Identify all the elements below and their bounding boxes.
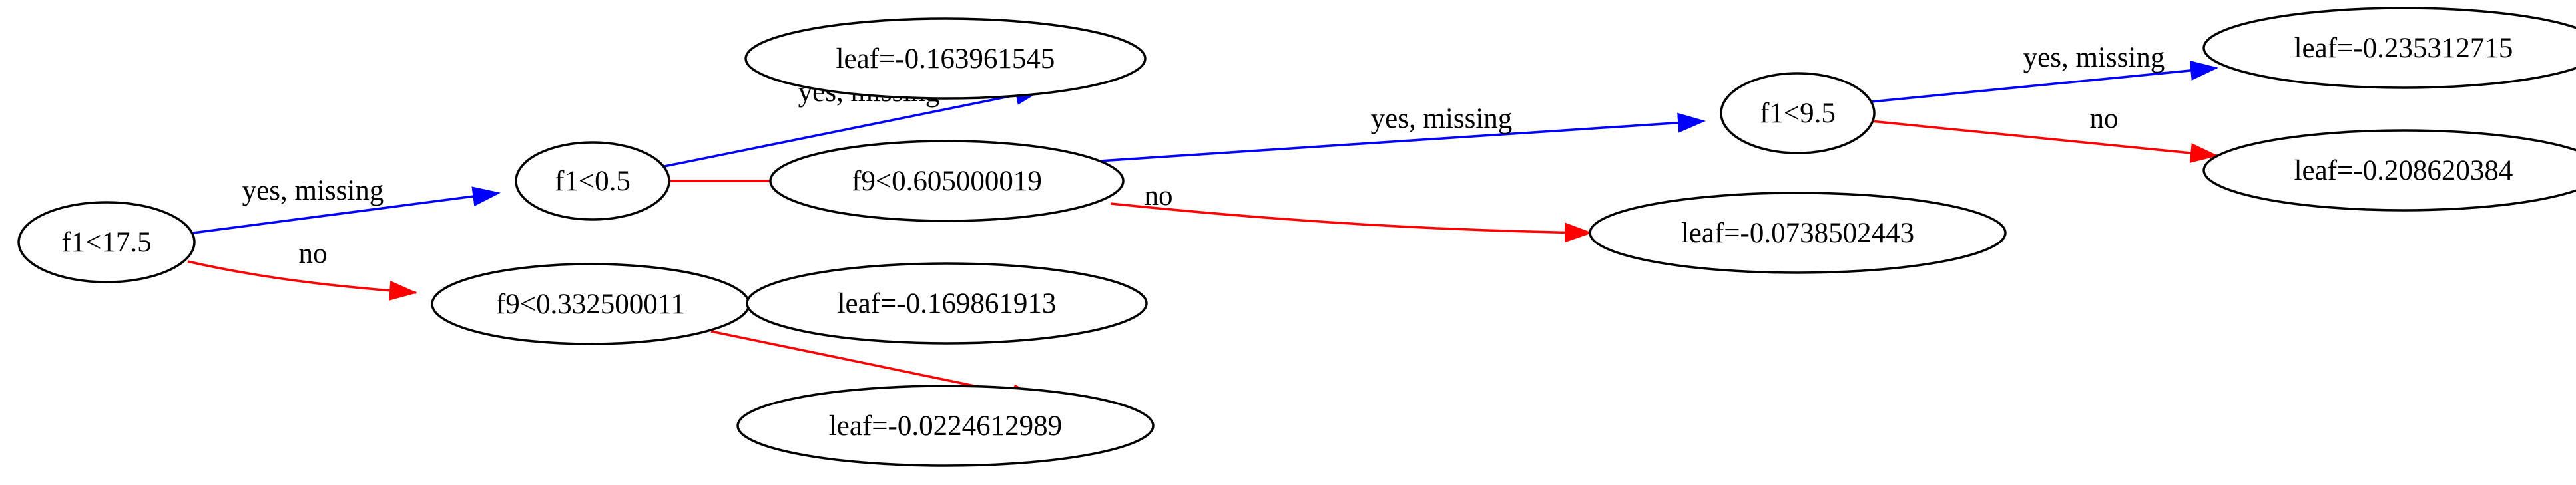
node-leaf-neg-0-0224612989: leaf=-0.0224612989: [736, 385, 1155, 467]
node-leaf-neg-0-208620384-label: leaf=-0.208620384: [2294, 155, 2513, 186]
node-leaf-neg-0-235312715-label: leaf=-0.235312715: [2294, 33, 2513, 64]
node-leaf-neg-0-208620384: leaf=-0.208620384: [2202, 129, 2576, 212]
node-leaf-neg-0-169861913-ellipse: [746, 262, 1148, 345]
node-f1-lt-0-5-ellipse: [515, 141, 670, 221]
edge-label-n7-n9: yes, missing: [2023, 42, 2165, 73]
node-f1-lt-9-5: f1<9.5: [1720, 72, 1876, 154]
node-f1-lt-17-5: f1<17.5: [17, 201, 196, 283]
edge-n4-n7: [1048, 112, 1706, 166]
node-leaf-neg-0-163961545-label: leaf=-0.163961545: [836, 43, 1055, 75]
node-leaf-neg-0-0224612989-ellipse: [736, 385, 1155, 467]
edge-n7-n9: [1870, 60, 2218, 103]
node-leaf-neg-0-208620384-ellipse: [2202, 129, 2576, 212]
node-f1-lt-17-5-label: f1<17.5: [61, 227, 151, 258]
edge-n1-n3: [664, 85, 1043, 168]
node-f9-lt-0-605000019-ellipse: [769, 140, 1125, 222]
node-leaf-neg-0-169861913: leaf=-0.169861913: [746, 262, 1148, 345]
edge-label-n0-n1: yes, missing: [242, 175, 384, 206]
edge-n0-n1: [192, 186, 501, 234]
node-leaf-neg-0-0738502443: leaf=-0.0738502443: [1589, 192, 2007, 274]
node-f9-lt-0-605000019: f9<0.605000019: [769, 140, 1125, 222]
edge-label-n0-n2: no: [299, 238, 328, 269]
edge-label-n7-n10: no: [2090, 103, 2119, 134]
edge-n4-n8: [1110, 202, 1593, 243]
edge-n0-n2: [187, 260, 417, 301]
node-f9-lt-0-332500011-label: f9<0.332500011: [496, 289, 685, 320]
node-f9-lt-0-332500011: f9<0.332500011: [431, 263, 750, 345]
node-f1-lt-0-5-label: f1<0.5: [555, 166, 631, 197]
node-leaf-neg-0-235312715-ellipse: [2202, 7, 2576, 89]
edge-n7-n10: [1870, 120, 2218, 163]
node-leaf-neg-0-235312715: leaf=-0.235312715: [2202, 7, 2576, 89]
nodes-layer: f1<17.5 f1<0.5 f9<0.332500011 leaf=-0.16396…: [17, 7, 2576, 467]
node-leaf-neg-0-0738502443-ellipse: [1589, 192, 2007, 274]
node-f9-lt-0-605000019-label: f9<0.605000019: [852, 166, 1042, 197]
node-f1-lt-9-5-ellipse: [1720, 72, 1876, 154]
node-leaf-neg-0-0738502443-label: leaf=-0.0738502443: [1681, 218, 1914, 249]
node-f1-lt-17-5-ellipse: [17, 201, 196, 283]
node-leaf-neg-0-163961545-ellipse: [744, 17, 1147, 100]
node-leaf-neg-0-169861913-label: leaf=-0.169861913: [838, 288, 1057, 319]
node-f1-lt-0-5: f1<0.5: [515, 141, 670, 221]
node-leaf-neg-0-0224612989-label: leaf=-0.0224612989: [829, 410, 1062, 442]
node-leaf-neg-0-163961545: leaf=-0.163961545: [744, 17, 1147, 100]
node-f1-lt-9-5-label: f1<9.5: [1760, 98, 1836, 129]
edge-label-n4-n7: yes, missing: [1371, 103, 1513, 134]
edge-label-n4-n8: no: [1145, 180, 1173, 212]
